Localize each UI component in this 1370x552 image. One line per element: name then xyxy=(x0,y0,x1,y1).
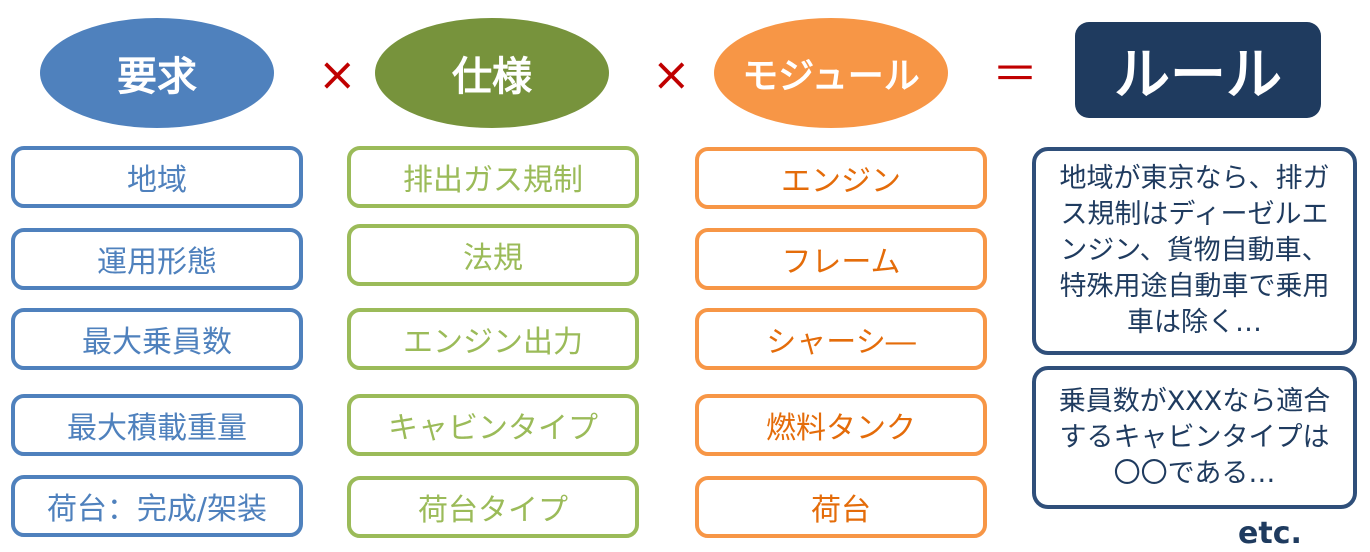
requirement-item: 荷台：完成/架装 xyxy=(11,475,303,537)
module-item: エンジン xyxy=(695,147,987,209)
specification-item: 排出ガス規制 xyxy=(347,146,639,208)
multiply-operator-1: × xyxy=(318,47,357,101)
etc-label: etc. xyxy=(1238,516,1302,551)
requirement-ellipse: 要求 xyxy=(40,18,274,128)
module-ellipse: モジュール xyxy=(714,18,948,128)
requirement-item: 最大積載重量 xyxy=(11,394,303,456)
specification-ellipse: 仕様 xyxy=(375,18,609,128)
specification-item: 荷台タイプ xyxy=(347,476,639,538)
requirement-label: 要求 xyxy=(117,54,197,100)
module-item: 荷台 xyxy=(695,476,987,538)
specification-item: エンジン出力 xyxy=(347,308,639,370)
specification-item: 法規 xyxy=(347,224,639,286)
rule-header-box: ルール xyxy=(1075,22,1321,118)
multiply-operator-2: × xyxy=(652,47,691,101)
requirement-item: 最大乗員数 xyxy=(11,308,303,370)
rule-box-1: 地域が東京なら、排ガス規制はディーゼルエンジン、貨物自動車、特殊用途自動車で乗用… xyxy=(1032,147,1357,355)
requirement-item: 地域 xyxy=(11,146,303,208)
equals-operator: ＝ xyxy=(992,47,1038,101)
module-label: モジュール xyxy=(742,56,920,97)
requirement-item: 運用形態 xyxy=(11,228,303,290)
specification-item: キャビンタイプ xyxy=(347,394,639,456)
specification-label: 仕様 xyxy=(452,54,532,100)
rule-label: ルール xyxy=(1114,42,1282,108)
module-item: フレーム xyxy=(695,228,987,290)
rule-box-2: 乗員数がXXXなら適合するキャビンタイプは〇〇である… xyxy=(1032,366,1357,509)
module-item: 燃料タンク xyxy=(695,394,987,456)
module-item: シャーシ― xyxy=(695,308,987,370)
